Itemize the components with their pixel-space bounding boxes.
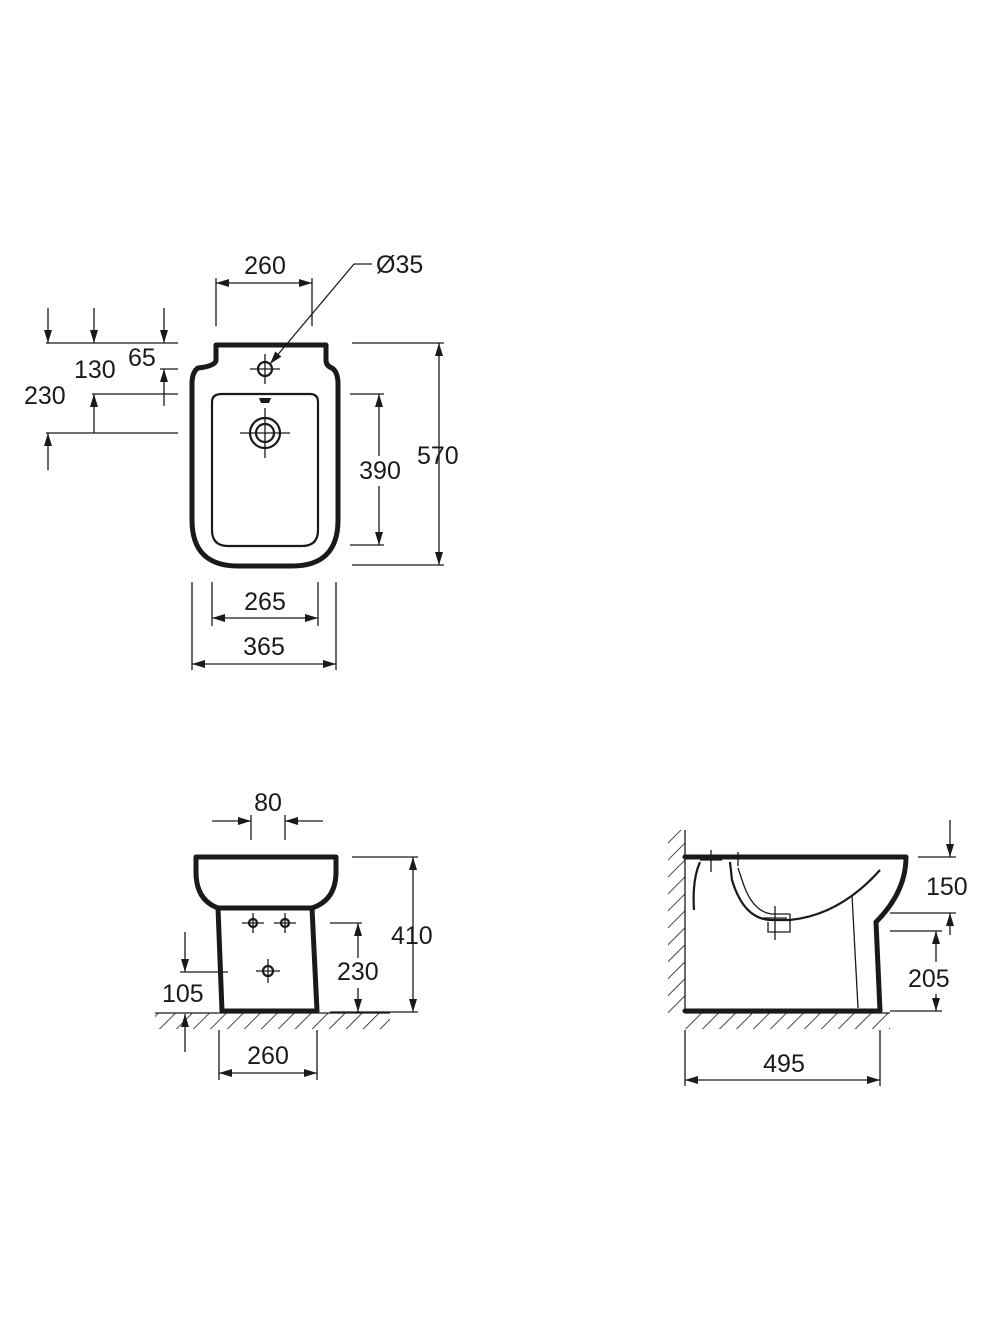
dim-495: 495 [763,1050,805,1078]
side-view-internal-channel [692,861,881,922]
dim-diameter-35: Ø35 [376,251,423,279]
dim-130: 130 [74,356,116,384]
dim-230-left: 230 [24,382,66,410]
side-view-wall-hatch [668,830,685,1013]
dim-230-front: 230 [337,958,379,986]
dim-260-front: 260 [247,1042,289,1070]
side-view-outline [682,854,909,1014]
side-inlet-symbol [700,850,742,872]
dim-260-top: 260 [244,252,286,280]
side-drain-symbol [763,906,787,940]
dim-570: 570 [417,442,459,470]
tap-hole-symbol [250,354,280,384]
side-view-floor-hatch [685,1013,890,1029]
side-view: 150 205 495 [668,820,968,1086]
front-view-pedestal [215,905,320,1014]
dim-205: 205 [908,965,950,993]
top-view: 260 Ø35 130 65 230 390 570 [24,251,459,670]
dim-105: 105 [162,980,204,1008]
front-view: 80 410 230 105 260 [155,789,433,1080]
dim-365: 365 [243,633,285,661]
front-view-floor-hatch [155,1013,390,1029]
front-fixing-holes [242,913,296,933]
dim-65: 65 [128,344,156,372]
dim-265: 265 [244,588,286,616]
dim-390: 390 [359,457,401,485]
dim-150: 150 [926,873,968,901]
dim-80: 80 [254,789,282,817]
top-view-inner-basin [210,392,320,548]
front-view-bowl [193,854,339,911]
dim-410-front: 410 [391,922,433,950]
drain-symbol [240,398,290,458]
front-inlet-symbol [256,959,280,983]
top-view-outer-outline [189,342,341,569]
